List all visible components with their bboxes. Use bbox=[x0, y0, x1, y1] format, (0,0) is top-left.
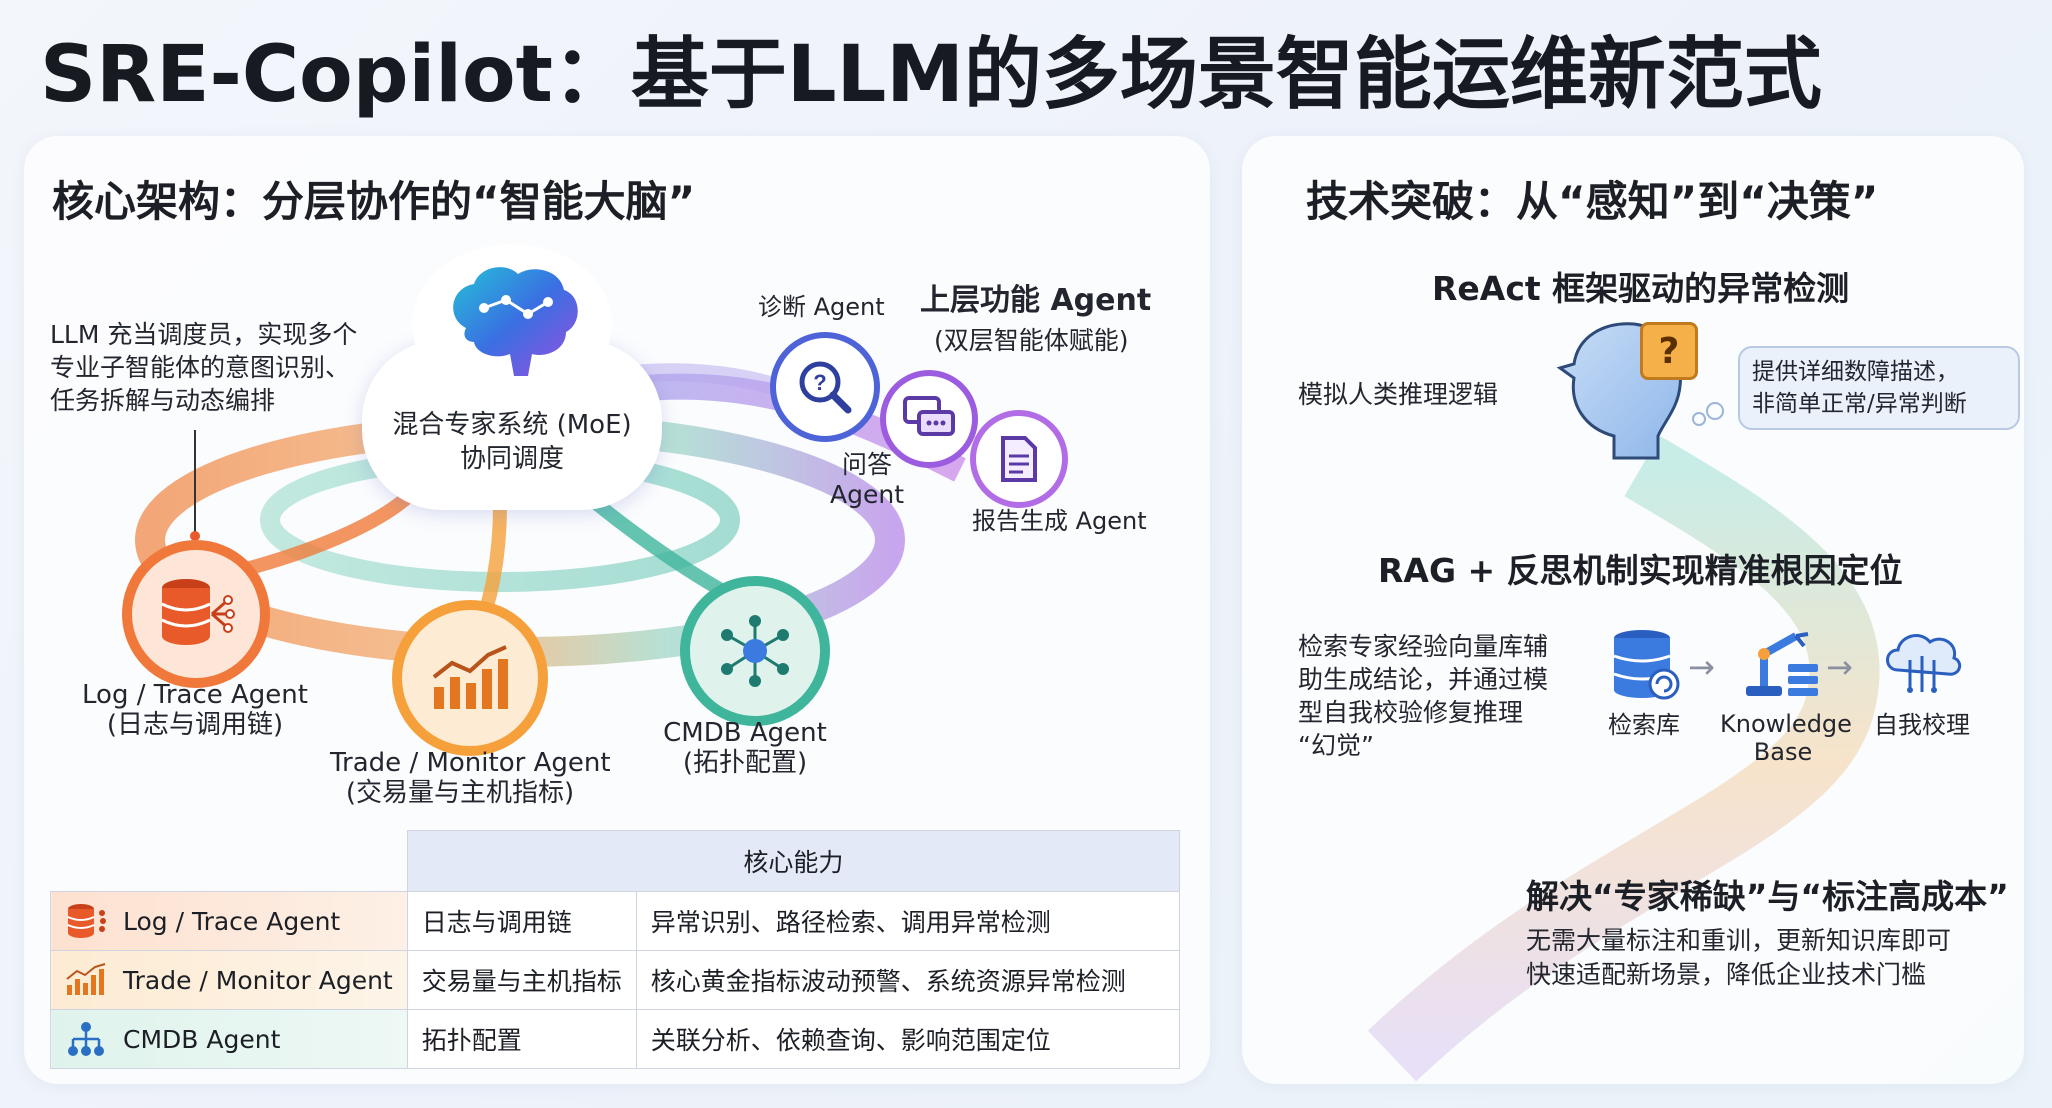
table-row: Log / Trace Agent 日志与调用链 异常识别、路径检索、调用异常检… bbox=[50, 891, 1181, 951]
log-trace-agent-node[interactable] bbox=[122, 540, 270, 688]
table-row: Trade / Monitor Agent 交易量与主机指标 核心黄金指标波动预… bbox=[50, 950, 1181, 1010]
chat-bubble-icon bbox=[903, 396, 955, 436]
step-retrieval-label: 检索库 bbox=[1608, 711, 1680, 739]
capability-table: 核心能力 Log / Trace Agent 日志与调用链 异常识别、路径检索、… bbox=[50, 830, 1181, 1069]
robot-arm-icon bbox=[1742, 624, 1822, 704]
database-icon bbox=[67, 904, 106, 938]
rag-text: 检索专家经验向量库辅 助生成结论，并通过模 型自我校验修复推理 “幻觉” bbox=[1298, 632, 1549, 760]
tech-breakthrough-heading: 技术突破：从“感知”到“决策” bbox=[1306, 177, 1879, 226]
table-header-row: 核心能力 bbox=[51, 830, 1181, 892]
row-agent-name: Trade / Monitor Agent bbox=[123, 965, 393, 995]
core-architecture-heading: 核心架构：分层协作的“智能大脑” bbox=[52, 177, 696, 226]
table-header-capability: 核心能力 bbox=[406, 830, 1181, 892]
row-capability: 异常识别、路径检索、调用异常检测 bbox=[635, 891, 1181, 951]
upper-agent-title: 上层功能 Agent bbox=[920, 283, 1152, 318]
tech-breakthrough-panel bbox=[1242, 136, 2024, 1084]
bar-chart-icon bbox=[66, 963, 106, 995]
row-agent-name: Log / Trace Agent bbox=[123, 906, 341, 936]
upper-agent-subtitle: (双层智能体赋能) bbox=[934, 326, 1129, 355]
database-icon bbox=[161, 579, 235, 645]
row-capability: 关联分析、依赖查询、影响范围定位 bbox=[635, 1009, 1181, 1069]
document-icon bbox=[1001, 436, 1037, 482]
moe-label: 混合专家系统 (MoE) 协同调度 bbox=[392, 410, 632, 474]
arrow-right-icon: → bbox=[1826, 648, 1853, 686]
log-trace-agent-label: Log / Trace Agent (日志与调用链) bbox=[82, 680, 308, 740]
row-agent-name: CMDB Agent bbox=[123, 1024, 281, 1054]
row-data-source: 日志与调用链 bbox=[406, 891, 637, 951]
diagnosis-agent-node[interactable]: ? bbox=[770, 332, 880, 442]
bar-chart-icon bbox=[432, 645, 508, 709]
arrow-right-icon: → bbox=[1688, 648, 1715, 686]
report-agent-node[interactable] bbox=[970, 410, 1068, 508]
svg-text:?: ? bbox=[813, 370, 826, 395]
brain-icon bbox=[436, 258, 586, 392]
react-left-text: 模拟人类推理逻辑 bbox=[1298, 380, 1499, 409]
rag-title: RAG + 反思机制实现精准根因定位 bbox=[1378, 551, 1903, 590]
qa-agent-node[interactable] bbox=[880, 370, 978, 468]
topology-icon bbox=[68, 1022, 104, 1056]
row-capability: 核心黄金指标波动预警、系统资源异常检测 bbox=[635, 950, 1181, 1010]
diagnosis-agent-label: 诊断 Agent bbox=[758, 293, 885, 321]
llm-dispatcher-note: LLM 充当调度员，实现多个 专业子智能体的意图识别、 任务拆解与动态编排 bbox=[50, 320, 358, 415]
step-self-check-label: 自我校理 bbox=[1874, 711, 1970, 739]
solve-text: 无需大量标注和重训，更新知识库即可 快速适配新场景，降低企业技术门槛 bbox=[1526, 926, 1952, 989]
react-bubble: 提供详细数障描述， 非简单正常/异常判断 bbox=[1738, 346, 2020, 430]
cmdb-agent-label: CMDB Agent (拓扑配置) bbox=[663, 718, 827, 778]
react-title: ReAct 框架驱动的异常检测 bbox=[1432, 269, 1850, 308]
magnifier-icon: ? bbox=[799, 361, 852, 414]
row-data-source: 拓扑配置 bbox=[406, 1009, 637, 1069]
page-title: SRE-Copilot：基于LLM的多场景智能运维新范式 bbox=[40, 30, 1822, 120]
topology-icon bbox=[721, 615, 789, 687]
step-knowledge-base-label: Knowledge Base bbox=[1720, 710, 1852, 766]
row-data-source: 交易量与主机指标 bbox=[406, 950, 637, 1010]
trade-monitor-agent-node[interactable] bbox=[392, 600, 548, 756]
report-agent-label: 报告生成 Agent bbox=[972, 507, 1147, 535]
trade-monitor-agent-label: Trade / Monitor Agent (交易量与主机指标) bbox=[330, 748, 611, 808]
qa-agent-label: 问答 Agent bbox=[830, 450, 904, 509]
flow-ribbon bbox=[1367, 435, 1880, 1082]
retrieval-db-icon bbox=[1610, 628, 1680, 706]
cmdb-agent-node[interactable] bbox=[680, 576, 830, 726]
question-mark-icon: ? bbox=[1640, 322, 1698, 380]
cloud-icon bbox=[1880, 626, 1962, 700]
table-row: CMDB Agent 拓扑配置 关联分析、依赖查询、影响范围定位 bbox=[50, 1009, 1181, 1069]
solve-title: 解决“专家稀缺”与“标注高成本” bbox=[1526, 877, 2009, 916]
